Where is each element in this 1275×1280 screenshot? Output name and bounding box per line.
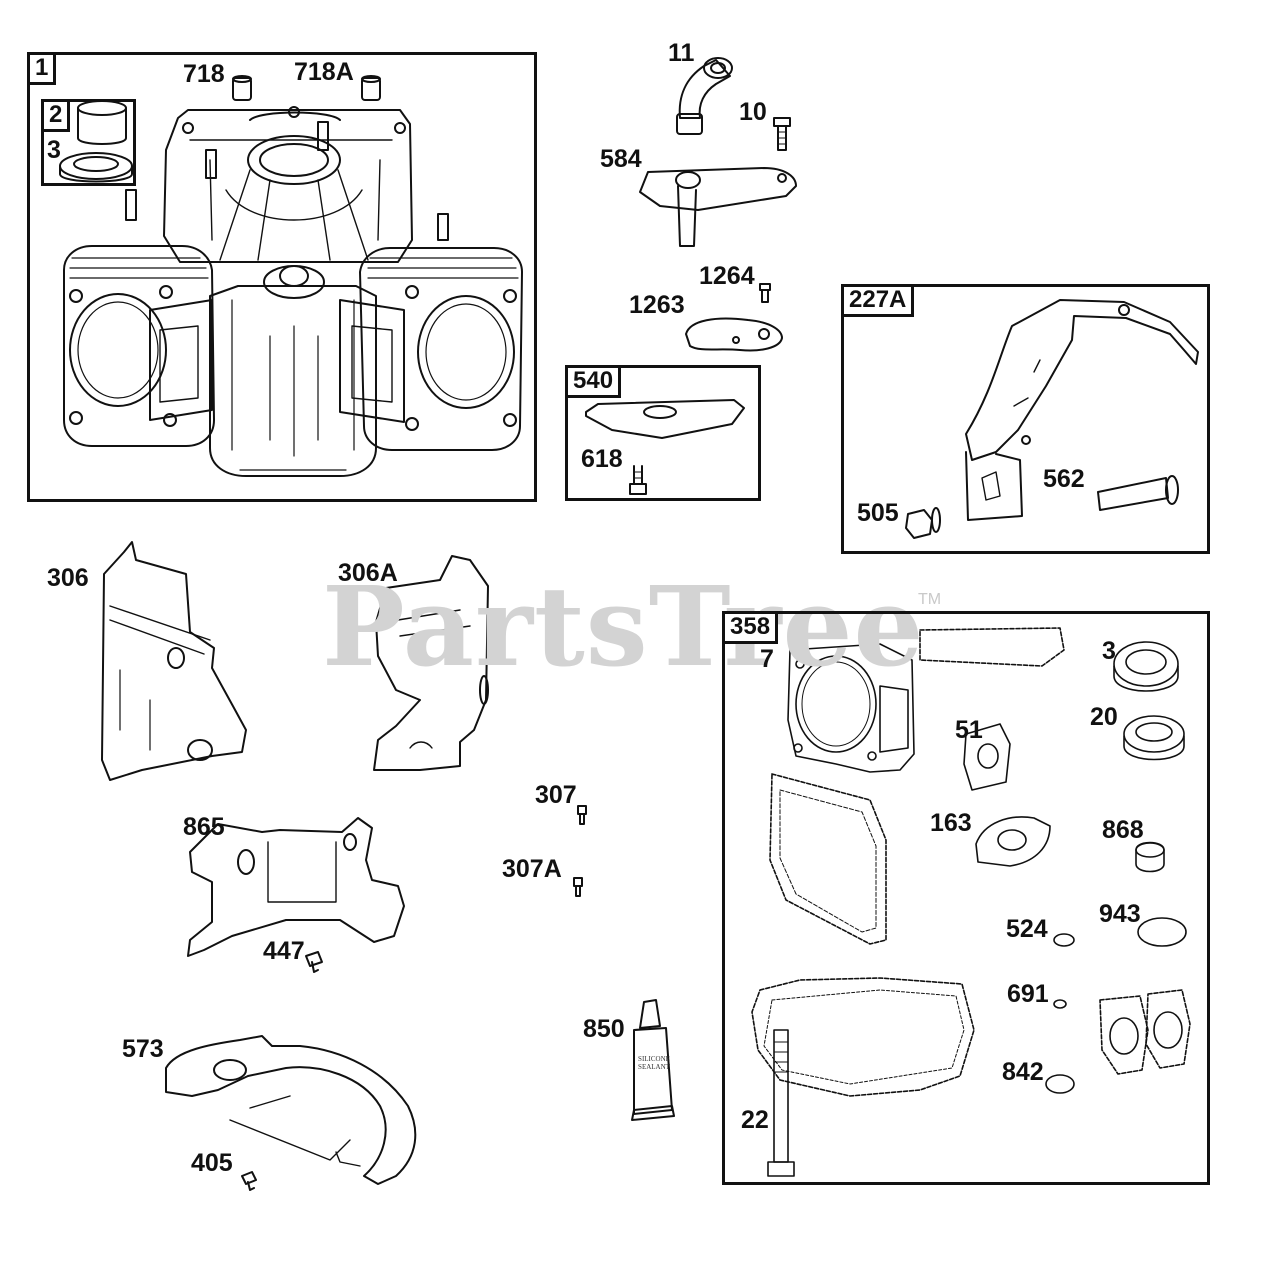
part-label-22: 22 [741,1106,769,1134]
breather-plate-icon [639,167,797,247]
tube-label: SILICONE SEALANT [638,1055,670,1071]
part-label-562: 562 [1043,465,1085,493]
stud-icon [1097,475,1179,511]
part-label-7: 7 [760,645,774,673]
part-label-691: 691 [1007,980,1049,1008]
sealant-tube-icon [631,999,675,1121]
part-label-584: 584 [600,145,642,173]
part-label-10: 10 [739,98,767,126]
watermark: PartsTree [322,562,925,691]
group-box-1: 1 [27,52,537,502]
small-screw-icon [759,283,771,303]
cylinder-shroud-left-icon [101,541,247,781]
governor-plate-icon [685,317,783,352]
part-label-306a: 306A [338,559,398,587]
part-label-842: 842 [1002,1058,1044,1086]
cylinder-shroud-right-icon [373,555,489,771]
engine-block-icon [63,106,523,477]
part-label-3-kit: 3 [1102,637,1116,665]
bushing-and-seal-icon [59,100,133,183]
part-label-51: 51 [955,716,983,744]
part-label-943: 943 [1099,900,1141,928]
part-label-11: 11 [668,39,695,67]
group-tag-2: 2 [41,99,71,132]
part-label-718: 718 [183,60,225,88]
group-box-540: 540 [565,365,761,501]
guard-screw-icon [241,1171,257,1191]
part-label-524: 524 [1006,915,1048,943]
group-box-358: 358 [722,611,1210,1185]
shroud-screw-icon [573,805,587,897]
screw-icon [773,117,791,151]
gasket-set-icon [751,627,1191,1177]
watermark-tm: TM [918,591,942,608]
part-label-307a: 307A [502,855,562,883]
part-label-718a: 718A [294,58,354,86]
part-label-3: 3 [47,136,61,164]
bolt-icon [629,465,647,495]
part-label-447: 447 [263,937,305,965]
group-tag-1: 1 [27,52,57,85]
gasket-plate-icon [585,399,745,439]
part-label-618: 618 [581,445,623,473]
group-tag-540: 540 [565,365,622,398]
part-label-1263: 1263 [629,291,685,319]
group-box-2: 2 [41,99,136,186]
part-label-1264: 1264 [699,262,755,290]
part-label-505: 505 [857,499,899,527]
dowel-pin-icon [232,75,381,101]
part-label-868: 868 [1102,816,1144,844]
blower-guard-icon [165,1035,417,1185]
group-tag-358: 358 [722,611,779,644]
baffle-screw-icon [305,951,323,973]
part-label-405: 405 [191,1149,233,1177]
part-label-163: 163 [930,809,972,837]
nut-washer-icon [905,507,941,539]
part-label-573: 573 [122,1035,164,1063]
part-label-306: 306 [47,564,89,592]
bracket-icon [965,299,1199,521]
part-label-307: 307 [535,781,577,809]
breather-tube-icon [676,57,733,135]
group-tag-227a: 227A [841,284,915,317]
baffle-plate-icon [187,817,405,957]
part-label-850: 850 [583,1015,625,1043]
part-label-20: 20 [1090,703,1118,731]
group-box-227a: 227A [841,284,1210,554]
part-label-865: 865 [183,813,225,841]
